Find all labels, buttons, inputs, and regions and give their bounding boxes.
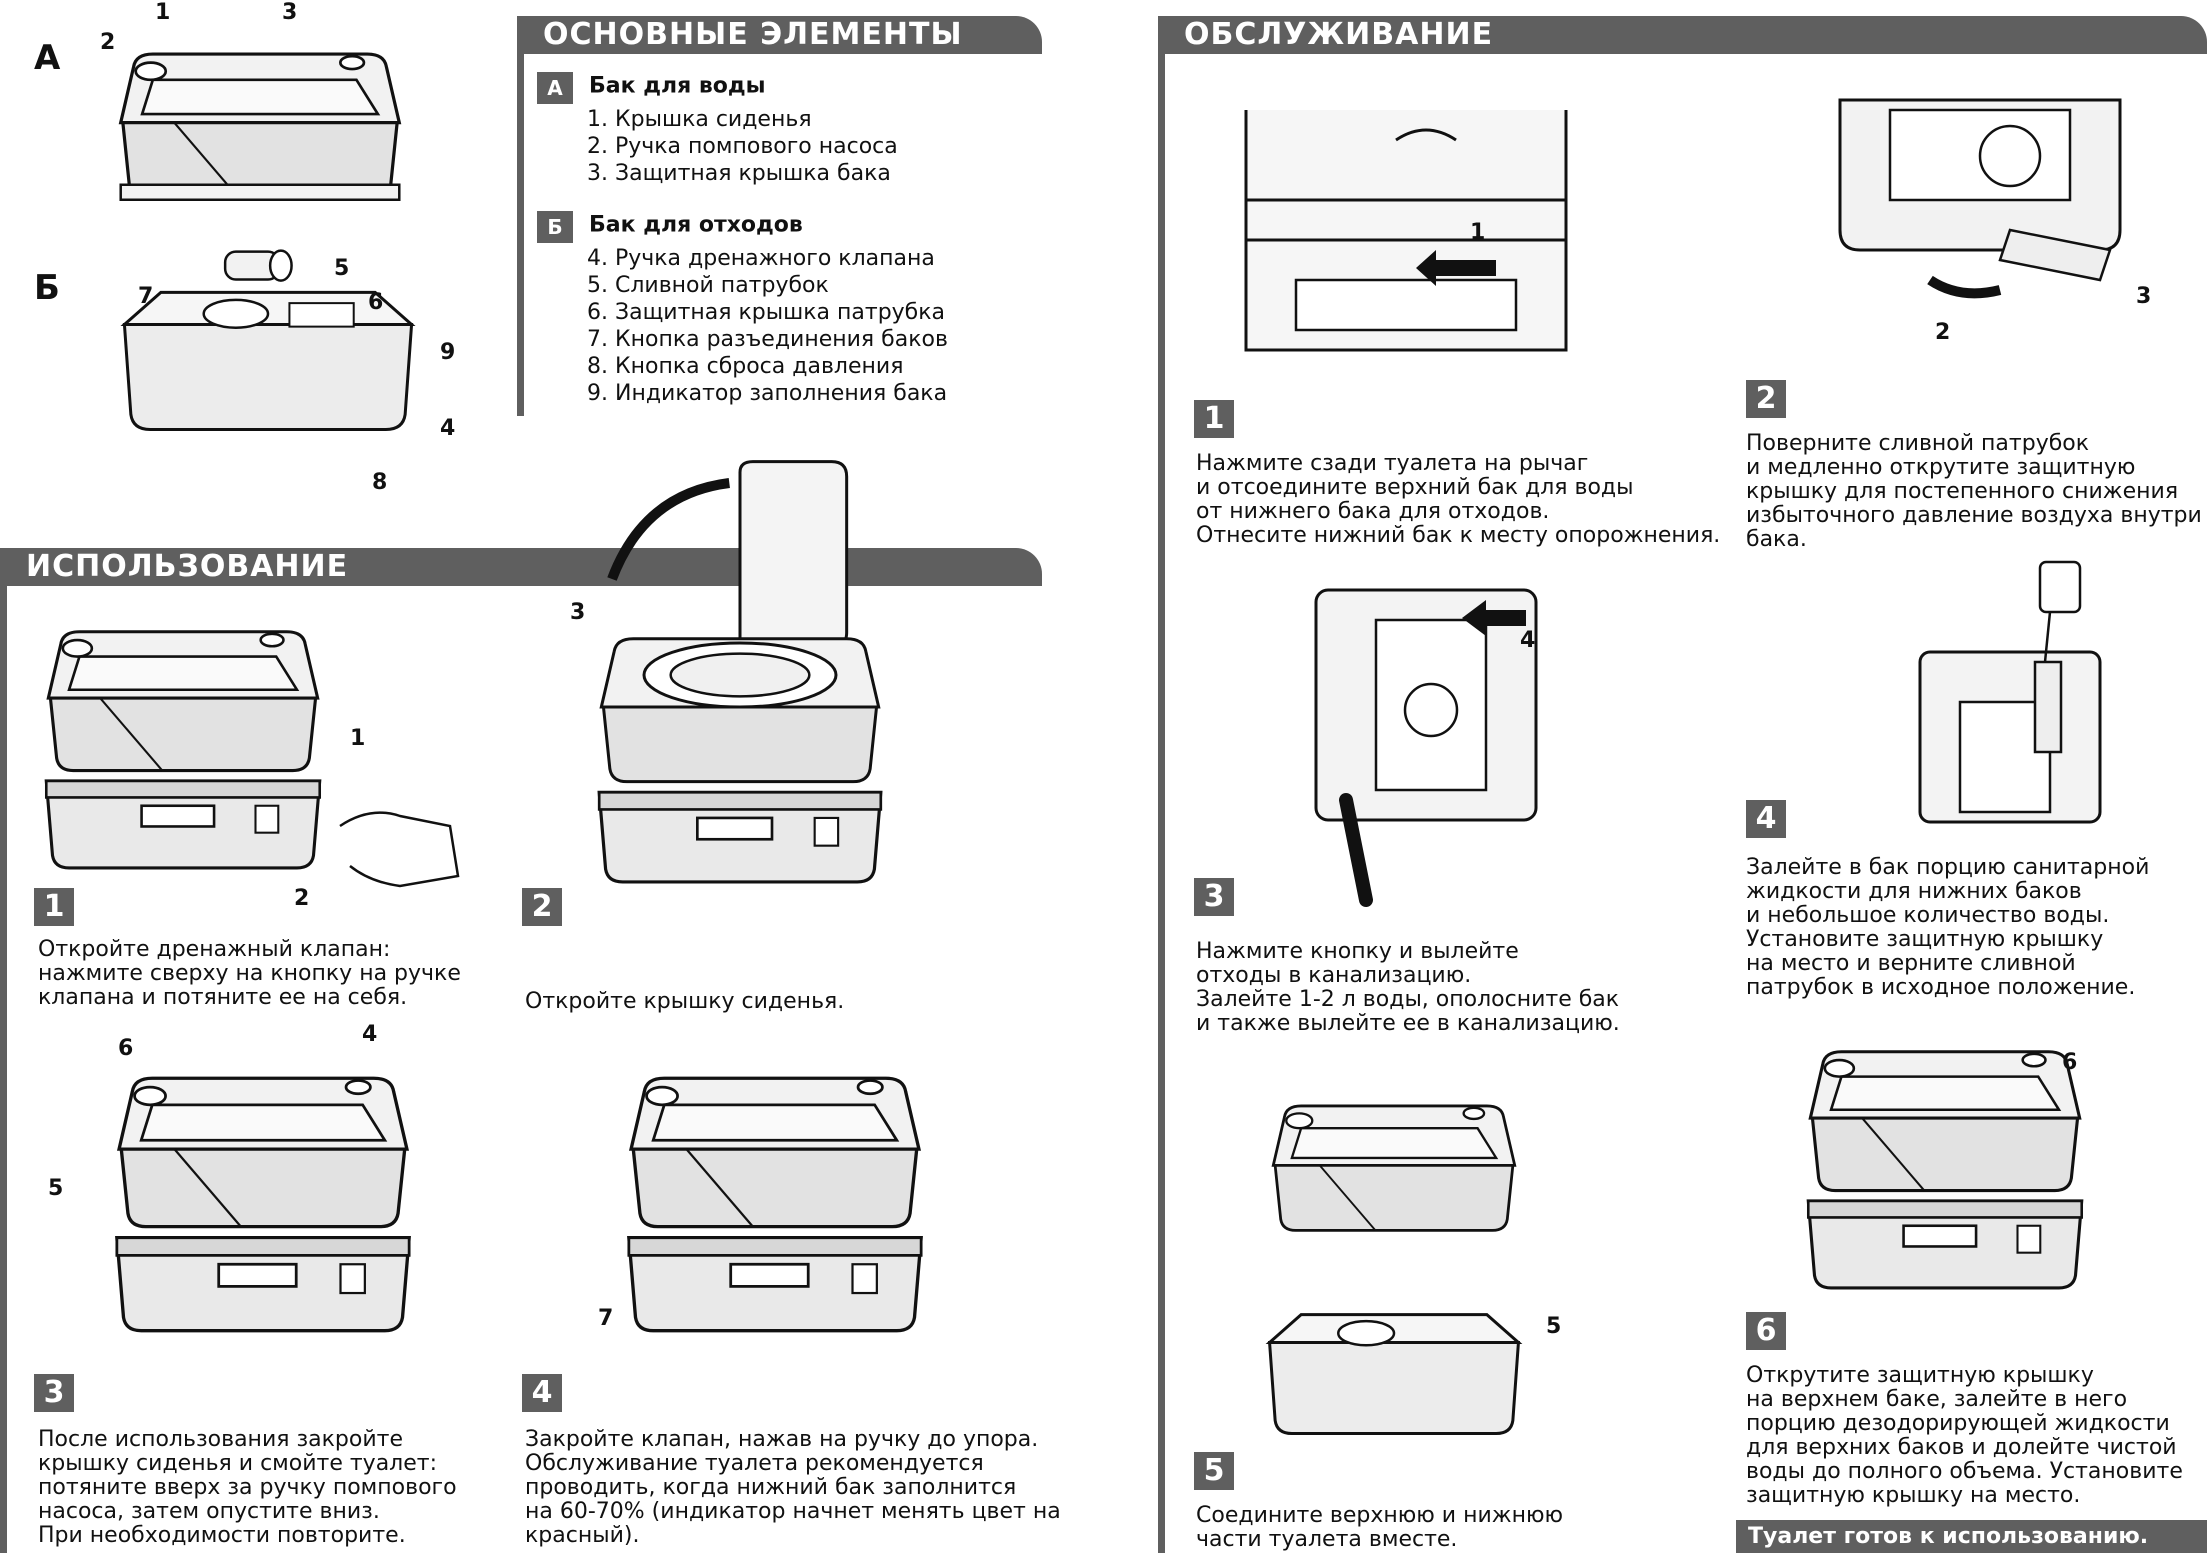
usage-step-4-text: Закройте клапан, нажав на ручку до упора… (525, 1427, 1061, 1548)
ready-banner: Туалет готов к использованию. (1736, 1520, 2207, 1553)
service-step-6-text: Открутите защитную крышку на верхнем бак… (1746, 1363, 2183, 1508)
section-rule-usage (0, 570, 7, 1553)
service-step-6-number: 6 (1746, 1312, 1786, 1350)
usage-step-4-illustration (620, 1060, 930, 1360)
parts-items-a: 1. Крышка сиденья 2. Ручка помпового нас… (537, 106, 1037, 187)
parts-group-a: А Бак для воды 1. Крышка сиденья 2. Ручка… (537, 72, 1037, 187)
usage-2-num: 3 (570, 600, 586, 625)
usage-step-1-illustration (38, 600, 328, 910)
service-step-4-illustration (1910, 552, 2110, 822)
parts-item: 6. Защитная крышка патрубка (587, 300, 946, 325)
section-banner-usage: ИСПОЛЬЗОВАНИЕ (0, 548, 1042, 586)
parts-title-b: Бак для отходов (589, 212, 803, 238)
usage-4-num: 7 (598, 1306, 614, 1331)
diagram-label-b: Б (34, 268, 60, 308)
service-step-1-illustration (1236, 110, 1576, 360)
section-banner-service: ОБСЛУЖИВАНИЕ (1158, 16, 2207, 54)
parts-title-a: Бак для воды (589, 73, 766, 99)
parts-badge-b: Б (537, 211, 573, 243)
diagram-num-1: 1 (155, 0, 171, 25)
service-2-num-a: 2 (1935, 320, 1951, 345)
parts-item: 3. Защитная крышка бака (587, 161, 891, 186)
usage-step-3-number: 3 (34, 1374, 74, 1412)
service-5-num: 5 (1546, 1314, 1562, 1339)
usage-step-2-number: 2 (522, 888, 562, 926)
service-step-5-text: Соедините верхнюю и нижнюю части туалета… (1196, 1503, 1564, 1552)
parts-group-b: Б Бак для отходов 4. Ручка дренажного кла… (537, 211, 1037, 407)
usage-3-num-b: 4 (362, 1022, 378, 1047)
service-step-2-number: 2 (1746, 380, 1786, 418)
usage-3-num-a: 6 (118, 1036, 134, 1061)
usage-step-2-illustration (597, 450, 883, 884)
service-step-5-number: 5 (1194, 1452, 1234, 1490)
parts-list: А Бак для воды 1. Крышка сиденья 2. Ручка… (537, 72, 1037, 407)
parts-badge-a: А (537, 72, 573, 104)
usage-1-num-b: 2 (294, 886, 310, 911)
service-step-3-number: 3 (1194, 878, 1234, 916)
service-step-4-text: Залейте в бак порцию санитарной жидкости… (1746, 855, 2150, 1000)
service-2-num-b: 3 (2136, 284, 2152, 309)
section-rule-service (1158, 40, 1165, 1553)
parts-item: 7. Кнопка разъединения баков (587, 327, 948, 352)
diagram-num-8: 8 (372, 470, 388, 495)
usage-step-3-illustration (108, 1060, 418, 1360)
service-step-2-text: Поверните сливной патрубок и медленно от… (1746, 431, 2202, 552)
usage-step-1-number: 1 (34, 888, 74, 926)
service-step-3-text: Нажмите кнопку и вылейте отходы в канали… (1196, 939, 1620, 1036)
service-1-num: 1 (1470, 220, 1486, 245)
service-step-3-illustration (1296, 580, 1556, 910)
diagram-num-5: 5 (334, 256, 350, 281)
service-step-5-lower-illustration (1264, 1290, 1524, 1460)
service-step-1-number: 1 (1194, 400, 1234, 438)
service-6-num: 6 (2062, 1050, 2078, 1075)
section-banner-main-elements: ОСНОВНЫЕ ЭЛЕМЕНТЫ (517, 16, 1042, 54)
parts-item: 4. Ручка дренажного клапана (587, 246, 935, 271)
service-step-4-number: 4 (1746, 800, 1786, 838)
usage-1-num-a: 1 (350, 726, 366, 751)
water-tank-illustration (119, 52, 401, 238)
diagram-num-9: 9 (440, 340, 456, 365)
service-3-num: 4 (1520, 628, 1536, 653)
service-step-2-illustration (1830, 90, 2140, 330)
section-rule-main-elements (517, 40, 524, 416)
usage-step-1-text: Откройте дренажный клапан: нажмите сверх… (38, 937, 461, 1010)
diagram-num-2: 2 (100, 30, 116, 55)
parts-item: 8. Кнопка сброса давления (587, 354, 904, 379)
usage-step-4-number: 4 (522, 1374, 562, 1412)
service-step-1-text: Нажмите сзади туалета на рычаг и отсоеди… (1196, 451, 1721, 548)
diagram-num-4: 4 (440, 416, 456, 441)
parts-item: 2. Ручка помпового насоса (587, 134, 898, 159)
usage-step-3-text: После использования закройте крышку сиде… (38, 1427, 457, 1548)
service-step-5-illustration (1271, 1104, 1517, 1232)
usage-3-num-c: 5 (48, 1176, 64, 1201)
diagram-label-a: А (34, 38, 61, 78)
service-step-6-illustration (1800, 1040, 2090, 1310)
parts-item: 9. Индикатор заполнения бака (587, 381, 948, 406)
parts-item: 5. Сливной патрубок (587, 273, 829, 298)
usage-step-2-text: Откройте крышку сиденья. (525, 989, 845, 1014)
waste-tank-illustration (118, 262, 418, 462)
parts-items-b: 4. Ручка дренажного клапана 5. Сливной п… (537, 245, 1037, 407)
diagram-num-6: 6 (368, 290, 384, 315)
diagram-num-3: 3 (282, 0, 298, 25)
diagram-num-7: 7 (138, 284, 154, 309)
hand-icon (330, 786, 460, 896)
parts-item: 1. Крышка сиденья (587, 107, 812, 132)
